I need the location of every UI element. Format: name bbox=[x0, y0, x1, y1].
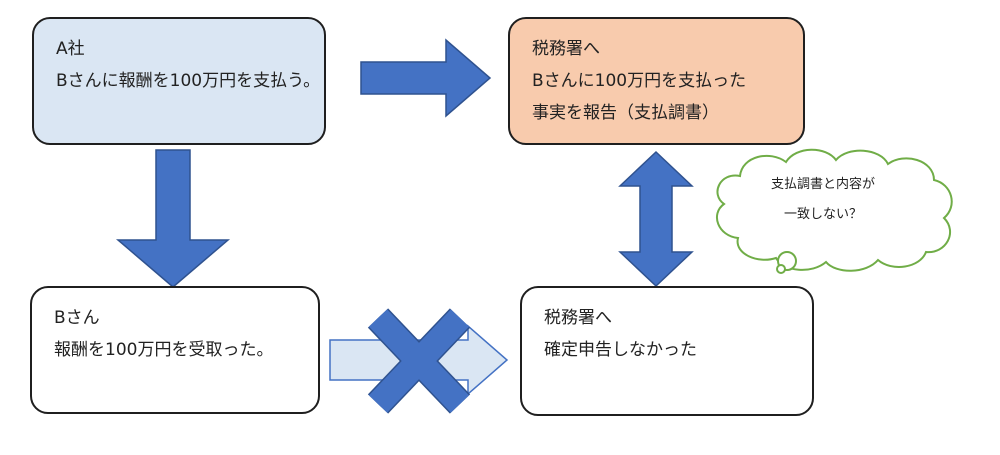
thought-bubble-line-2: 一致しない？ bbox=[783, 207, 862, 222]
tax-office-report-title: 税務署へ bbox=[532, 39, 600, 59]
company-a-description: Bさんに報酬を100万円を支払う。 bbox=[56, 71, 321, 91]
cross-icon bbox=[367, 308, 471, 414]
person-b-box: Bさん 報酬を100万円を受取った。 bbox=[30, 286, 320, 414]
arrow-right-icon bbox=[360, 38, 492, 118]
company-a-box: A社 Bさんに報酬を100万円を支払う。 bbox=[32, 17, 326, 145]
double-arrow-updown-icon bbox=[618, 150, 694, 288]
tax-office-report-box: 税務署へ Bさんに100万円を支払った 事実を報告（支払調書） bbox=[508, 17, 805, 145]
tax-office-report-line-2: 事実を報告（支払調書） bbox=[532, 103, 719, 123]
person-b-title: Bさん bbox=[54, 308, 100, 328]
tax-office-no-filing-description: 確定申告しなかった bbox=[544, 340, 697, 360]
thought-cloud-icon bbox=[716, 148, 953, 274]
thought-bubble-line-1: 支払調書と内容が bbox=[770, 177, 875, 192]
tax-office-report-line-1: Bさんに100万円を支払った bbox=[532, 71, 747, 91]
company-a-title: A社 bbox=[56, 39, 85, 59]
tax-office-no-filing-box: 税務署へ 確定申告しなかった bbox=[520, 286, 814, 416]
tax-office-no-filing-title: 税務署へ bbox=[544, 308, 612, 328]
person-b-description: 報酬を100万円を受取った。 bbox=[54, 340, 274, 360]
thought-bubble-text: 支払調書と内容が 一致しない？ bbox=[718, 170, 928, 230]
arrow-down-icon bbox=[115, 149, 231, 288]
